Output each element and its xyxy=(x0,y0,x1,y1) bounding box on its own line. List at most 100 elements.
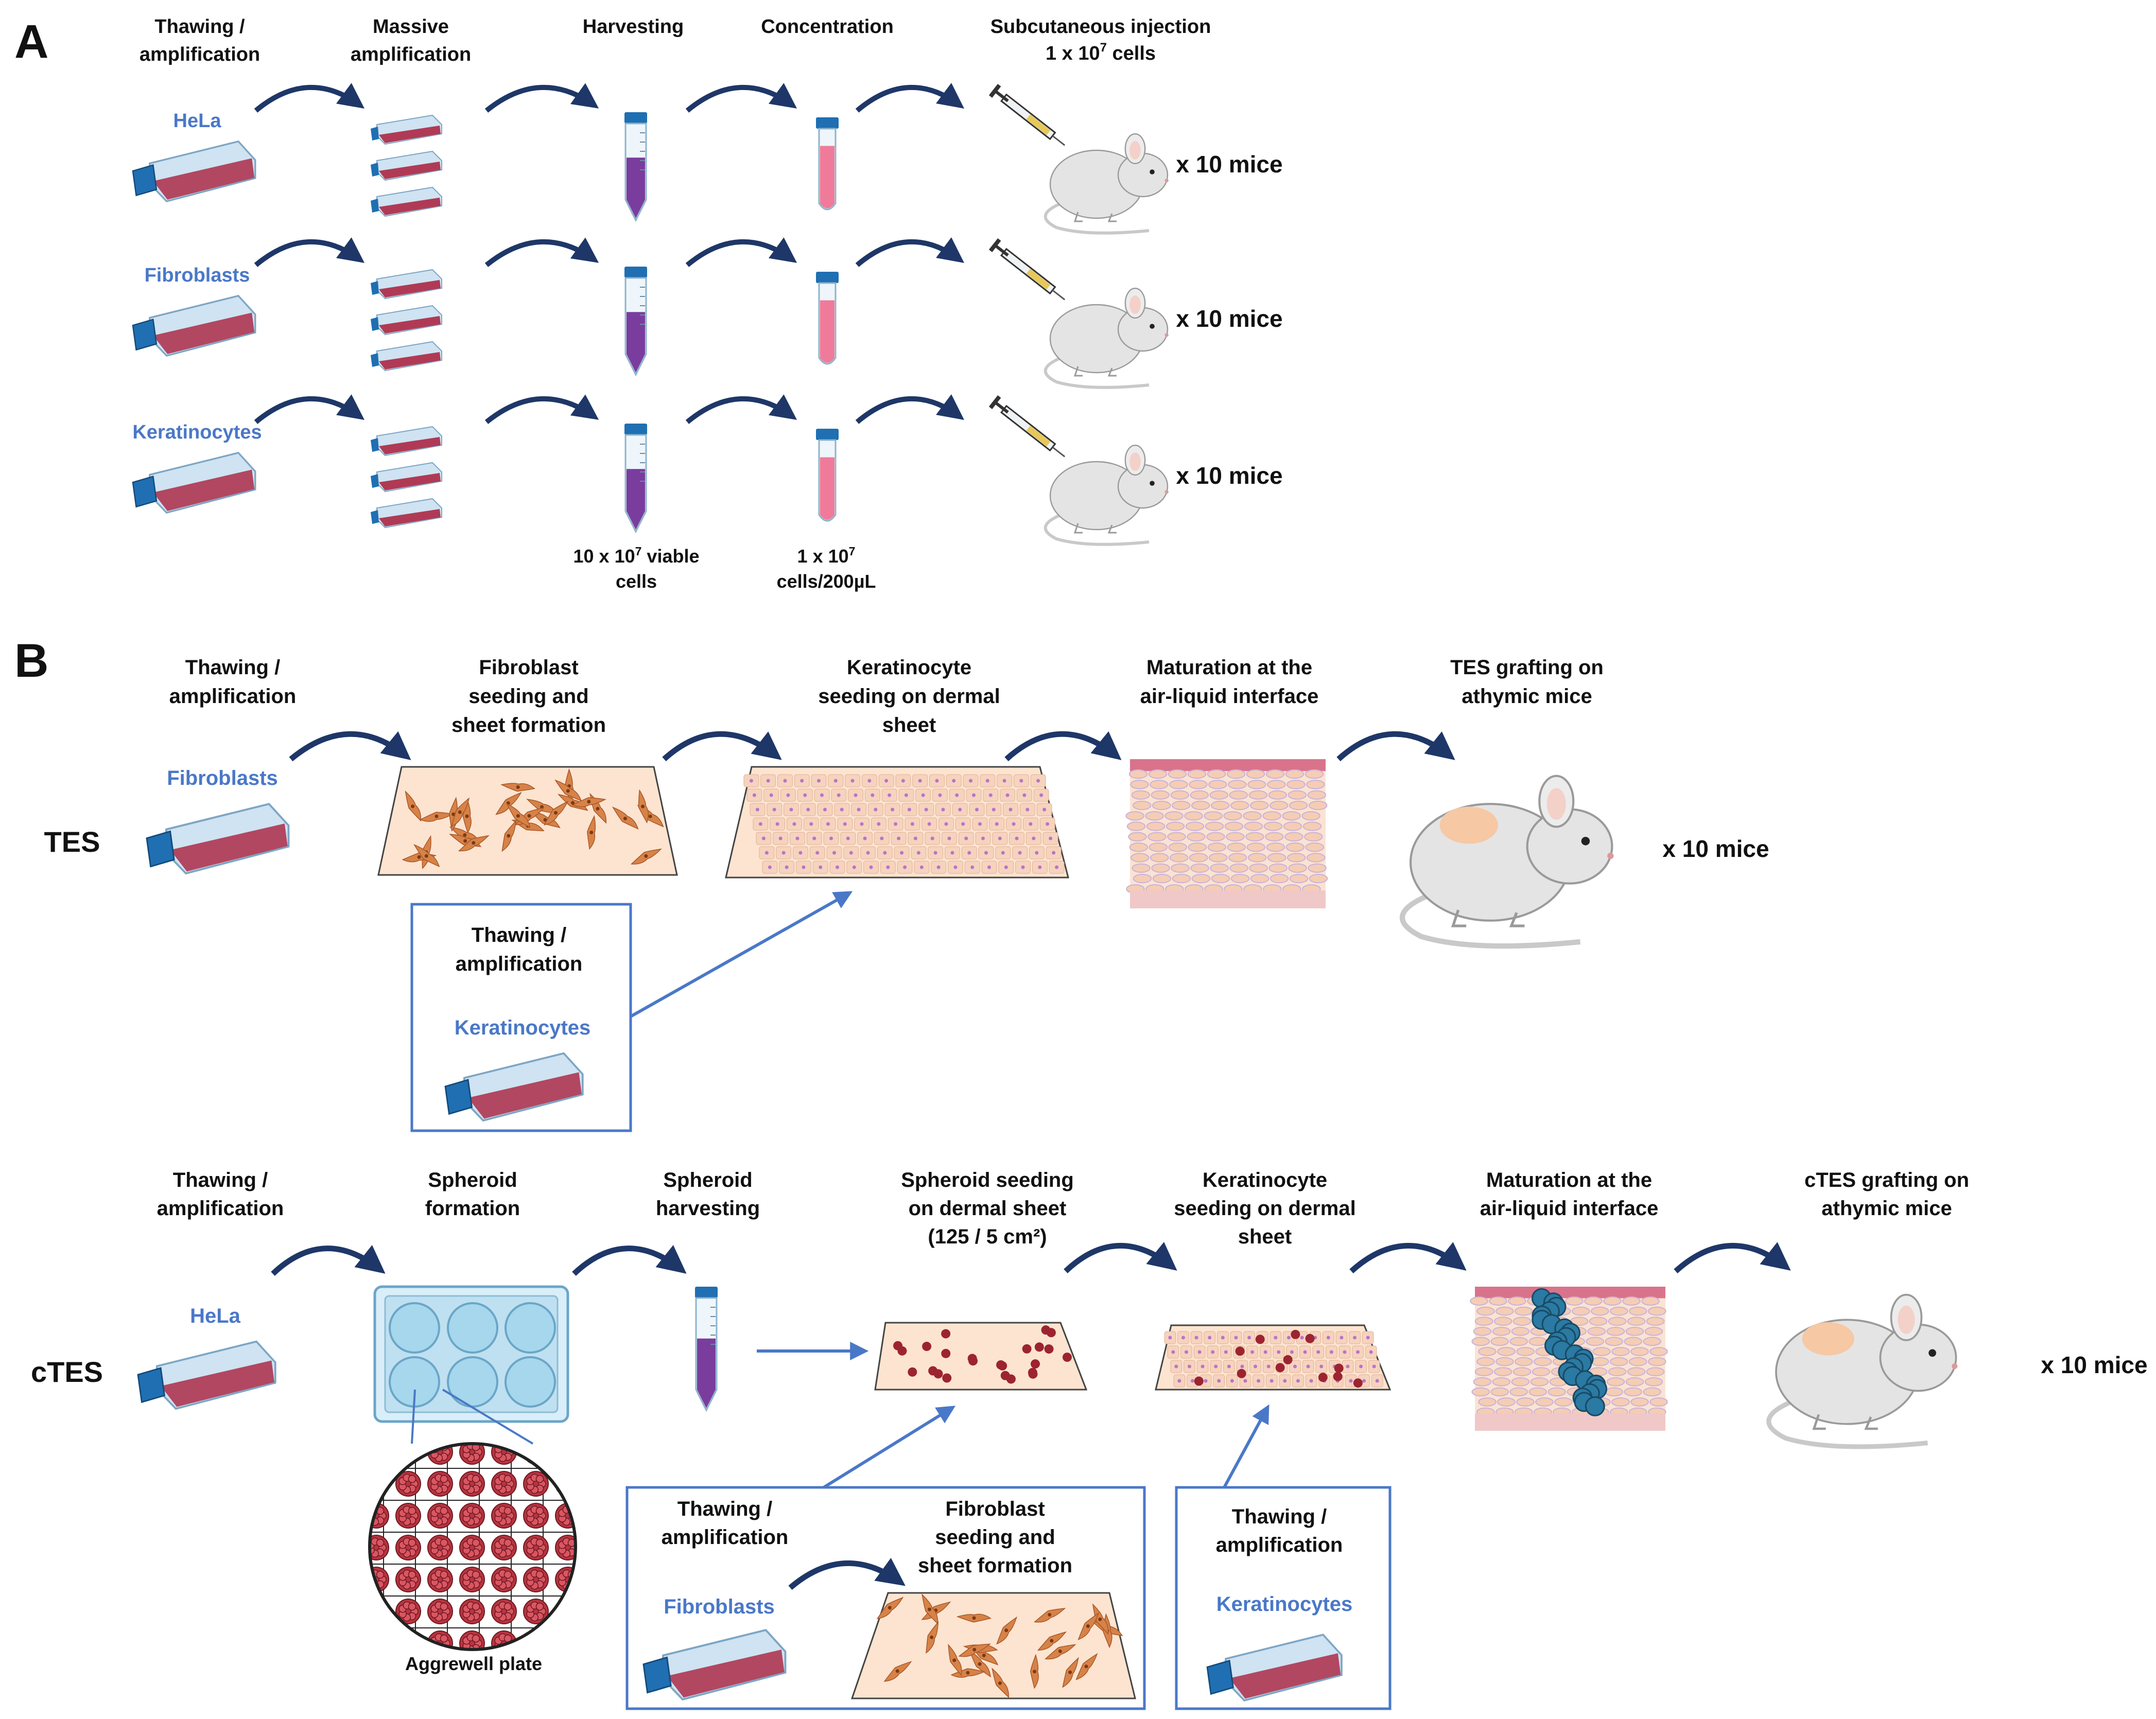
spheroid xyxy=(523,1599,549,1624)
a-row-harvest-tube xyxy=(624,267,647,377)
keratinocyte-nucleus xyxy=(837,793,841,797)
tes-box-flask xyxy=(444,1052,584,1122)
spheroid-dot xyxy=(1333,1372,1343,1381)
keratinocyte-nucleus xyxy=(941,808,945,812)
plate-well xyxy=(505,1302,556,1354)
fibroblast-cell xyxy=(1037,1631,1067,1651)
spheroid xyxy=(427,1599,453,1624)
fibroblast-cell xyxy=(948,1643,962,1676)
keratinocyte-nucleus xyxy=(958,808,962,812)
keratinocyte-nucleus xyxy=(867,779,872,783)
a-row-harvest-tube xyxy=(624,424,647,534)
keratinocyte-nucleus xyxy=(850,779,855,783)
keratinocyte-nucleus xyxy=(1353,1336,1357,1340)
keratinocyte-nucleus xyxy=(947,836,951,840)
tes-header-kera-3: sheet xyxy=(882,714,936,736)
fibroblast-cell xyxy=(501,820,517,852)
ctes-box1-title: Thawing / xyxy=(677,1498,772,1520)
a-conc-note-2: cells/200µL xyxy=(777,571,876,592)
keratinocyte-nucleus xyxy=(1234,1336,1238,1340)
spheroid xyxy=(395,1503,421,1529)
keratinocyte-nucleus xyxy=(1022,793,1027,797)
keratinocyte-nucleus xyxy=(849,851,853,855)
ctes-box2-flask xyxy=(1206,1634,1343,1702)
keratinocyte-nucleus xyxy=(786,793,790,797)
a-row-arrow xyxy=(254,394,365,424)
fibroblast-cell xyxy=(630,848,662,865)
keratinocyte-nucleus xyxy=(766,779,770,783)
fibroblast-cell xyxy=(1045,1644,1076,1660)
keratinocyte-nucleus xyxy=(1211,1350,1215,1354)
a-row-arrow xyxy=(685,237,797,267)
keratinocyte-nucleus xyxy=(1005,793,1010,797)
ctes-keratinocyte-link-arrow xyxy=(1223,1404,1270,1488)
keratinocyte-nucleus xyxy=(1266,1364,1271,1369)
keratinocyte-nucleus xyxy=(1326,1336,1330,1340)
keratinocyte-nucleus xyxy=(1004,865,1008,869)
keratinocyte-nucleus xyxy=(969,779,972,783)
spheroid-dot xyxy=(1028,1369,1038,1379)
keratinocyte-nucleus xyxy=(1303,1350,1307,1354)
ctes-header-kera-2: seeding on dermal xyxy=(1174,1197,1355,1220)
ctes-fibroblast-link-arrow xyxy=(823,1406,956,1489)
a-row-small-flask xyxy=(371,462,442,493)
keratinocyte-nucleus xyxy=(1197,1350,1202,1354)
keratinocyte-nucleus xyxy=(809,822,813,826)
keratinocyte-nucleus xyxy=(817,779,821,783)
tes-header-matur-2: air-liquid interface xyxy=(1140,685,1319,708)
a-header-harvesting: Harvesting xyxy=(583,16,684,38)
keratinocyte-nucleus xyxy=(916,851,920,855)
spheroid-dot xyxy=(1237,1369,1246,1378)
keratinocyte-nucleus xyxy=(857,808,861,812)
spheroid xyxy=(523,1503,549,1529)
spheroid-dot xyxy=(1194,1376,1204,1386)
keratinocyte-nucleus xyxy=(874,808,878,812)
keratinocyte-nucleus xyxy=(1375,1379,1379,1383)
keratinocyte-nucleus xyxy=(1243,1379,1247,1383)
ctes-box1-step: Fibroblast xyxy=(945,1498,1045,1520)
keratinocyte-nucleus xyxy=(1032,836,1036,840)
keratinocyte-nucleus xyxy=(800,779,804,783)
ctes-header-kera: Keratinocyte xyxy=(1203,1169,1327,1191)
tes-header-kera-2: seeding on dermal xyxy=(818,685,1000,708)
a-row-mice-count: x 10 mice xyxy=(1176,151,1282,178)
spheroid-dot xyxy=(1318,1373,1328,1382)
tes-arrow-3 xyxy=(1004,731,1122,762)
spheroid-dot xyxy=(897,1346,907,1356)
plate-well xyxy=(505,1356,556,1408)
keratinocyte-nucleus xyxy=(1366,1336,1370,1340)
keratinocyte-nucleus xyxy=(953,865,958,869)
ctes-header-graft-2: athymic mice xyxy=(1821,1197,1952,1220)
ctes-flask xyxy=(137,1340,276,1410)
spheroid-dot xyxy=(1000,1371,1010,1380)
keratinocyte-nucleus xyxy=(863,836,867,840)
keratinocyte-nucleus xyxy=(815,851,820,855)
ctes-arrow-6 xyxy=(1674,1242,1791,1274)
keratinocyte-nucleus xyxy=(1055,865,1059,869)
ctes-box1-step-2: seeding and xyxy=(935,1526,1055,1549)
keratinocyte-nucleus xyxy=(995,822,999,826)
keratinocyte-nucleus xyxy=(802,865,806,869)
keratinocyte-nucleus xyxy=(936,865,941,869)
spheroid xyxy=(370,1535,389,1560)
keratinocyte-nucleus xyxy=(819,865,823,869)
keratinocyte-nucleus xyxy=(789,808,793,812)
a-row-small-flask xyxy=(371,498,442,529)
fibroblast-cell xyxy=(876,1597,904,1620)
ctes-spheroid-tube xyxy=(695,1287,718,1412)
tes-header-graft-2: athymic mice xyxy=(1462,685,1592,708)
keratinocyte-nucleus xyxy=(1042,808,1047,812)
spheroid-dot xyxy=(1062,1353,1072,1362)
keratinocyte-nucleus xyxy=(1177,1379,1181,1383)
keratinocyte-nucleus xyxy=(944,822,948,826)
keratinocyte-nucleus xyxy=(843,822,847,826)
keratinocyte-nucleus xyxy=(1224,1350,1228,1354)
ctes-box1-cell: Fibroblasts xyxy=(664,1595,775,1618)
keratinocyte-nucleus xyxy=(1038,865,1042,869)
ctes-arrow-4 xyxy=(1064,1241,1177,1273)
keratinocyte-nucleus xyxy=(1286,1336,1291,1340)
fibroblast-cell xyxy=(883,1661,912,1682)
keratinocyte-nucleus xyxy=(883,851,887,855)
spheroid-dot xyxy=(1022,1344,1032,1354)
